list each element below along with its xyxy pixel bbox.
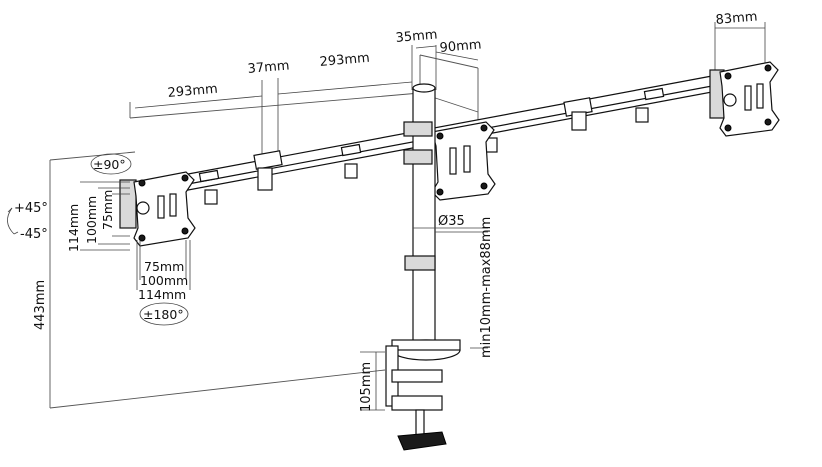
wall-outline bbox=[49, 54, 479, 409]
dim-vesa-v-75: 75mm bbox=[100, 190, 115, 230]
center-vesa-plate bbox=[431, 121, 496, 201]
dim-rotate-180: ±180° bbox=[143, 307, 184, 322]
dim-pole-width: 35mm bbox=[395, 27, 438, 46]
dim-pole-depth: 90mm bbox=[439, 37, 482, 56]
right-vesa-plate bbox=[709, 61, 780, 137]
dim-tilt-down: -45° bbox=[20, 227, 48, 242]
desk-clamp bbox=[360, 339, 488, 451]
dim-vesa-h-114: 114mm bbox=[138, 287, 186, 302]
dim-tilt-up: +45° bbox=[14, 201, 48, 216]
dim-arm-right: 293mm bbox=[319, 51, 370, 70]
dim-arm-left: 293mm bbox=[167, 82, 218, 101]
left-vesa-dim-lines bbox=[80, 181, 191, 290]
dim-vesa-h-100: 100mm bbox=[140, 273, 188, 288]
center-pole bbox=[403, 83, 488, 351]
dim-total-height: 443mm bbox=[33, 280, 48, 330]
dim-bracket-width: 83mm bbox=[715, 9, 758, 28]
dim-rotate-90: ±90° bbox=[93, 157, 126, 172]
dim-pole-diameter: Ø35 bbox=[438, 214, 465, 229]
dim-clamp-height: 105mm bbox=[359, 362, 374, 412]
dim-vesa-v-100: 100mm bbox=[84, 196, 99, 244]
top-dimension-lines bbox=[134, 22, 766, 160]
dim-vesa-v-114: 114mm bbox=[66, 204, 81, 252]
dim-clamp-range: min10mm-max88mm bbox=[479, 217, 494, 358]
dim-vesa-h-75: 75mm bbox=[144, 259, 184, 274]
dim-joint: 37mm bbox=[247, 58, 290, 77]
left-vesa-plate bbox=[119, 171, 196, 247]
rotation-indicators bbox=[7, 153, 189, 326]
